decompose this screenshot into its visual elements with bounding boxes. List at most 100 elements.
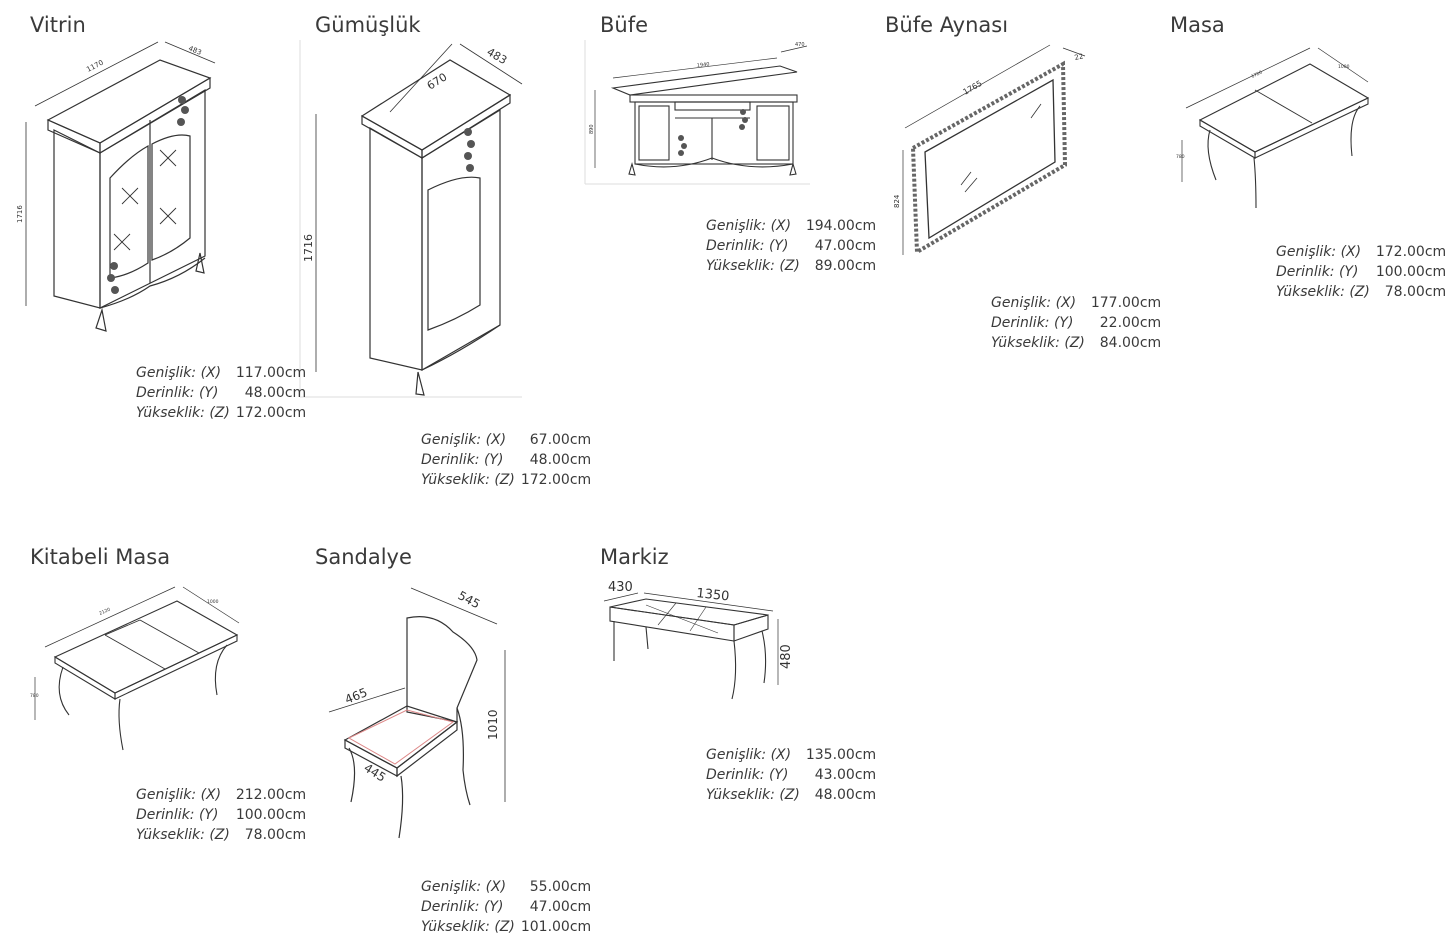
spec-value: 48.00cm — [529, 452, 592, 468]
spec-row-depth: Derinlik: (Y) 43.00cm — [706, 765, 876, 785]
masa-dim-width: 1720 — [1250, 69, 1263, 79]
vitrin-dimensions: Genişlik: (X) 117.00cm Derinlik: (Y) 48.00… — [136, 363, 306, 423]
markiz-technical-drawing: 430 1350 480 — [598, 575, 808, 705]
spec-label: Derinlik: (Y) — [991, 315, 1074, 331]
spec-row-width: Genişlik: (X)135.00cm — [706, 745, 876, 765]
spec-row-width: Genişlik: (X) 55.00cm — [421, 877, 591, 897]
spec-row-width: Genişlik: (X)67.00cm — [421, 430, 591, 450]
spec-row-width: Genişlik: (X) 177.00cm — [991, 293, 1161, 313]
vitrin-technical-drawing: 1170 483 1716 — [10, 38, 220, 338]
spec-value: 84.00cm — [1099, 335, 1162, 351]
spec-row-width: Genişlik: (X)194.00cm — [706, 216, 876, 236]
spec-label: Derinlik: (Y) — [136, 385, 219, 401]
kitabeli-masa-dim-depth: 1000 — [207, 599, 219, 605]
spec-value: 48.00cm — [814, 787, 877, 803]
markiz-dim-width: 1350 — [696, 586, 730, 604]
spec-value: 47.00cm — [529, 899, 592, 915]
spec-value: 172.00cm — [235, 405, 307, 421]
spec-label: Derinlik: (Y) — [706, 238, 789, 254]
spec-label: Genişlik: (X) — [991, 295, 1077, 311]
spec-row-height: Yükseklik: (Z) 84.00cm — [991, 333, 1161, 353]
spec-value: 55.00cm — [529, 879, 592, 895]
spec-value: 177.00cm — [1090, 295, 1162, 311]
spec-row-height: Yükseklik: (Z) 172.00cm — [136, 403, 306, 423]
spec-row-depth: Derinlik: (Y) 47.00cm — [706, 236, 876, 256]
bufe-dimensions: Genişlik: (X)194.00cm Derinlik: (Y) 47.00… — [706, 216, 876, 276]
product-title-markiz: Markiz — [600, 545, 669, 569]
spec-value: 117.00cm — [235, 365, 307, 381]
bufe-aynasi-dim-height: 824 — [893, 194, 901, 208]
product-title-masa: Masa — [1170, 13, 1225, 37]
spec-row-height: Yükseklik: (Z) 78.00cm — [1276, 282, 1446, 302]
spec-label: Genişlik: (X) — [706, 747, 792, 763]
sandalye-dimensions: Genişlik: (X) 55.00cm Derinlik: (Y) 47.00c… — [421, 877, 591, 937]
spec-value: 48.00cm — [244, 385, 307, 401]
spec-value: 89.00cm — [814, 258, 877, 274]
spec-value: 172.00cm — [520, 472, 592, 488]
spec-label: Genişlik: (X) — [136, 787, 222, 803]
markiz-dim-height: 480 — [779, 644, 794, 669]
spec-row-width: Genişlik: (X) 117.00cm — [136, 363, 306, 383]
spec-label: Genişlik: (X) — [136, 365, 222, 381]
product-title-bufe-aynasi: Büfe Aynası — [885, 13, 1009, 37]
bufe-technical-drawing: 1940 470 890 — [584, 40, 810, 185]
masa-technical-drawing: 1720 1000 780 — [1170, 40, 1380, 215]
masa-dimensions: Genişlik: (X) 172.00cm Derinlik: (Y)100.0… — [1276, 242, 1446, 302]
spec-value: 101.00cm — [520, 919, 592, 935]
spec-value: 78.00cm — [244, 827, 307, 843]
product-title-sandalye: Sandalye — [315, 545, 412, 569]
spec-label: Yükseklik: (Z) — [421, 472, 515, 488]
product-title-vitrin: Vitrin — [30, 13, 86, 37]
spec-label: Yükseklik: (Z) — [421, 919, 515, 935]
spec-row-height: Yükseklik: (Z) 172.00cm — [421, 470, 591, 490]
spec-label: Yükseklik: (Z) — [136, 405, 230, 421]
bufe-aynasi-dimensions: Genişlik: (X) 177.00cm Derinlik: (Y)22.00… — [991, 293, 1161, 353]
masa-dim-depth: 1000 — [1338, 64, 1350, 70]
spec-row-depth: Derinlik: (Y) 47.00cm — [421, 897, 591, 917]
kitabeli-masa-technical-drawing: 2120 1000 780 — [25, 585, 250, 755]
spec-label: Yükseklik: (Z) — [991, 335, 1085, 351]
markiz-dim-depth: 430 — [608, 580, 633, 595]
spec-value: 194.00cm — [805, 218, 877, 234]
spec-row-depth: Derinlik: (Y)100.00cm — [1276, 262, 1446, 282]
spec-value: 78.00cm — [1384, 284, 1447, 300]
bufe-dim-depth: 470 — [795, 42, 805, 48]
spec-label: Derinlik: (Y) — [136, 807, 219, 823]
markiz-dimensions: Genişlik: (X)135.00cm Derinlik: (Y) 43.00… — [706, 745, 876, 805]
product-title-kitabeli-masa: Kitabeli Masa — [30, 545, 171, 569]
spec-row-depth: Derinlik: (Y)22.00cm — [991, 313, 1161, 333]
spec-row-height: Yükseklik: (Z) 101.00cm — [421, 917, 591, 937]
sandalye-dim-height: 1010 — [486, 709, 500, 740]
spec-label: Yükseklik: (Z) — [706, 787, 800, 803]
sandalye-dim-depth: 465 — [343, 685, 369, 707]
gumusluk-technical-drawing: 670 483 1716 — [299, 40, 525, 400]
spec-label: Derinlik: (Y) — [706, 767, 789, 783]
spec-label: Derinlik: (Y) — [421, 899, 504, 915]
spec-row-height: Yükseklik: (Z) 89.00cm — [706, 256, 876, 276]
spec-label: Genişlik: (X) — [421, 879, 507, 895]
masa-dim-height: 780 — [1176, 154, 1185, 160]
bufe-aynasi-dim-width: 1765 — [962, 79, 984, 97]
spec-value: 172.00cm — [1375, 244, 1447, 260]
bufe-dim-height: 890 — [589, 124, 595, 134]
sandalye-technical-drawing: 545 465 445 1010 — [325, 580, 525, 845]
spec-label: Genişlik: (X) — [1276, 244, 1362, 260]
bufe-dim-width: 1940 — [697, 61, 710, 69]
spec-label: Yükseklik: (Z) — [136, 827, 230, 843]
spec-label: Yükseklik: (Z) — [1276, 284, 1370, 300]
spec-row-height: Yükseklik: (Z) 48.00cm — [706, 785, 876, 805]
kitabeli-masa-dim-width: 2120 — [98, 607, 111, 617]
spec-row-depth: Derinlik: (Y)48.00cm — [421, 450, 591, 470]
spec-value: 47.00cm — [814, 238, 877, 254]
gumusluk-dim-depth: 483 — [485, 45, 510, 67]
product-title-bufe: Büfe — [600, 13, 649, 37]
spec-row-width: Genişlik: (X) 172.00cm — [1276, 242, 1446, 262]
kitabeli-masa-dim-height: 780 — [30, 693, 39, 699]
spec-value: 100.00cm — [1375, 264, 1447, 280]
spec-value: 43.00cm — [814, 767, 877, 783]
vitrin-dim-height: 1716 — [16, 205, 24, 223]
product-title-gumusluk: Gümüşlük — [315, 13, 421, 37]
spec-row-depth: Derinlik: (Y)100.00cm — [136, 805, 306, 825]
kitabeli-masa-dimensions: Genişlik: (X)212.00cm Derinlik: (Y)100.0… — [136, 785, 306, 845]
spec-label: Yükseklik: (Z) — [706, 258, 800, 274]
